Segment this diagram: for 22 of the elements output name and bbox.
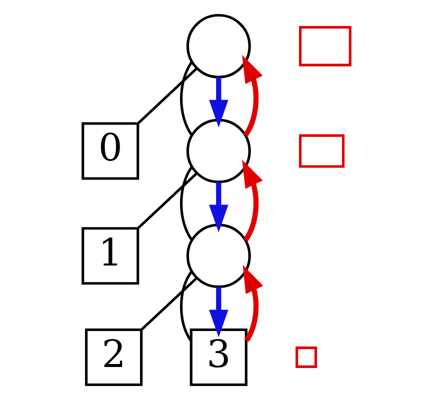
node-box: 1 (81, 227, 139, 285)
connector (137, 172, 198, 229)
node-box (298, 26, 351, 66)
arrow (242, 264, 263, 342)
node-box: 3 (189, 328, 247, 386)
node-box (295, 346, 317, 368)
connector (179, 61, 192, 136)
arrow (208, 182, 228, 232)
connector (140, 277, 197, 330)
connector (179, 166, 192, 241)
node-circle (186, 118, 250, 184)
node-box (298, 134, 344, 168)
connector (137, 67, 198, 124)
node-circle (186, 14, 250, 78)
arrow (208, 286, 228, 338)
arrow (242, 54, 262, 137)
connector (180, 271, 192, 342)
node-box: 2 (84, 328, 142, 386)
node-box: 0 (81, 122, 139, 180)
node-circle (186, 224, 250, 288)
arrow (242, 160, 262, 242)
arrow (208, 77, 228, 128)
